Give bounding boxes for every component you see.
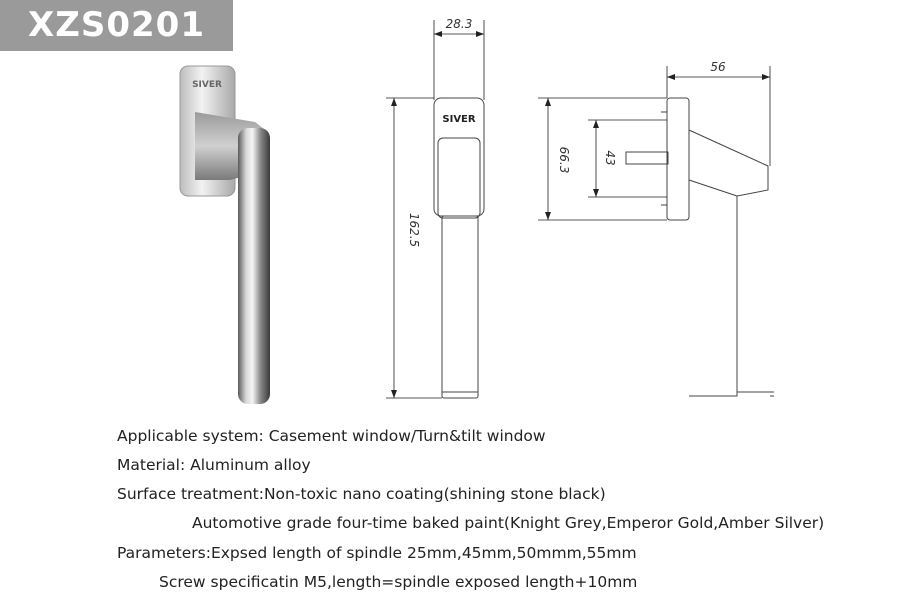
dim-depth: 56 <box>710 60 726 74</box>
spec-surface-paint: Automotive grade four-time baked paint(K… <box>192 514 825 532</box>
model-code-badge: XZS0201 <box>0 0 233 51</box>
dim-width: 28.3 <box>446 17 473 31</box>
dim-height: 162.5 <box>407 213 421 247</box>
spec-applicable-system: Applicable system: Casement window/Turn&… <box>117 427 546 445</box>
spec-parameters: Parameters:Expsed length of spindle 25mm… <box>117 544 637 562</box>
spec-screw: Screw specificatin M5,length=spindle exp… <box>159 573 638 591</box>
handle-photo-brand: SIVER <box>192 80 222 90</box>
handle-photo: SIVER <box>179 65 270 404</box>
dim-screw-spacing: 43 <box>603 150 617 165</box>
technical-drawing: 28.3 162.5 66.3 43 56 SIVER <box>386 17 774 399</box>
dim-base-height: 66.3 <box>557 147 571 174</box>
spec-surface-treatment: Surface treatment:Non-toxic nano coating… <box>117 485 606 503</box>
spec-material: Material: Aluminum alloy <box>117 456 311 474</box>
drawing-brand-label: SIVER <box>442 114 475 125</box>
